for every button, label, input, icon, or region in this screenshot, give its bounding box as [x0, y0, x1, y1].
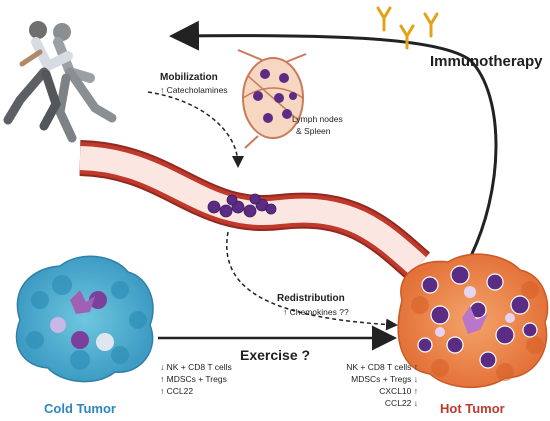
hot-tumor-features: NK + CD8 T cells ↑ MDSCs + Tregs ↓ CXCL1…	[346, 362, 418, 408]
redistribution-arrow	[226, 231, 398, 331]
hot-tumor-image	[397, 253, 549, 388]
mobilization-subtitle: ↑ Catecholamines	[160, 85, 228, 95]
cold-tumor-label: Cold Tumor	[44, 401, 116, 416]
cold-tumor-image	[15, 255, 154, 383]
cold-feature: ↑ CCL22	[160, 386, 193, 396]
lymph-node-icon	[237, 49, 307, 149]
mobilization-title: Mobilization	[160, 72, 218, 83]
cold-tumor-features: ↓ NK + CD8 T cells ↑ MDSCs + Tregs ↑ CCL…	[160, 362, 232, 396]
lymph-label-line2: & Spleen	[296, 126, 331, 136]
hot-feature: CCL22 ↓	[385, 398, 418, 408]
cold-feature: ↑ MDSCs + Tregs	[160, 374, 227, 384]
redistribution-title: Redistribution	[277, 293, 345, 304]
hot-feature: CXCL10 ↑	[379, 386, 418, 396]
blood-vessel	[79, 140, 431, 280]
hot-feature: NK + CD8 T cells ↑	[346, 362, 418, 372]
immunotherapy-label: Immunotherapy	[430, 53, 543, 70]
immunotherapy-arrow	[169, 20, 498, 263]
cold-feature: ↓ NK + CD8 T cells	[160, 362, 232, 372]
mobilization-arrow	[147, 91, 244, 168]
exercise-label: Exercise ?	[240, 347, 310, 363]
antibody-icon	[376, 6, 439, 50]
redistribution-subtitle: ↑ Chemokines ??	[283, 307, 349, 317]
hot-tumor-label: Hot Tumor	[440, 401, 505, 416]
lymph-label-line1: Lymph nodes	[292, 114, 343, 124]
running-people-icon	[3, 21, 117, 143]
hot-feature: MDSCs + Tregs ↓	[351, 374, 418, 384]
